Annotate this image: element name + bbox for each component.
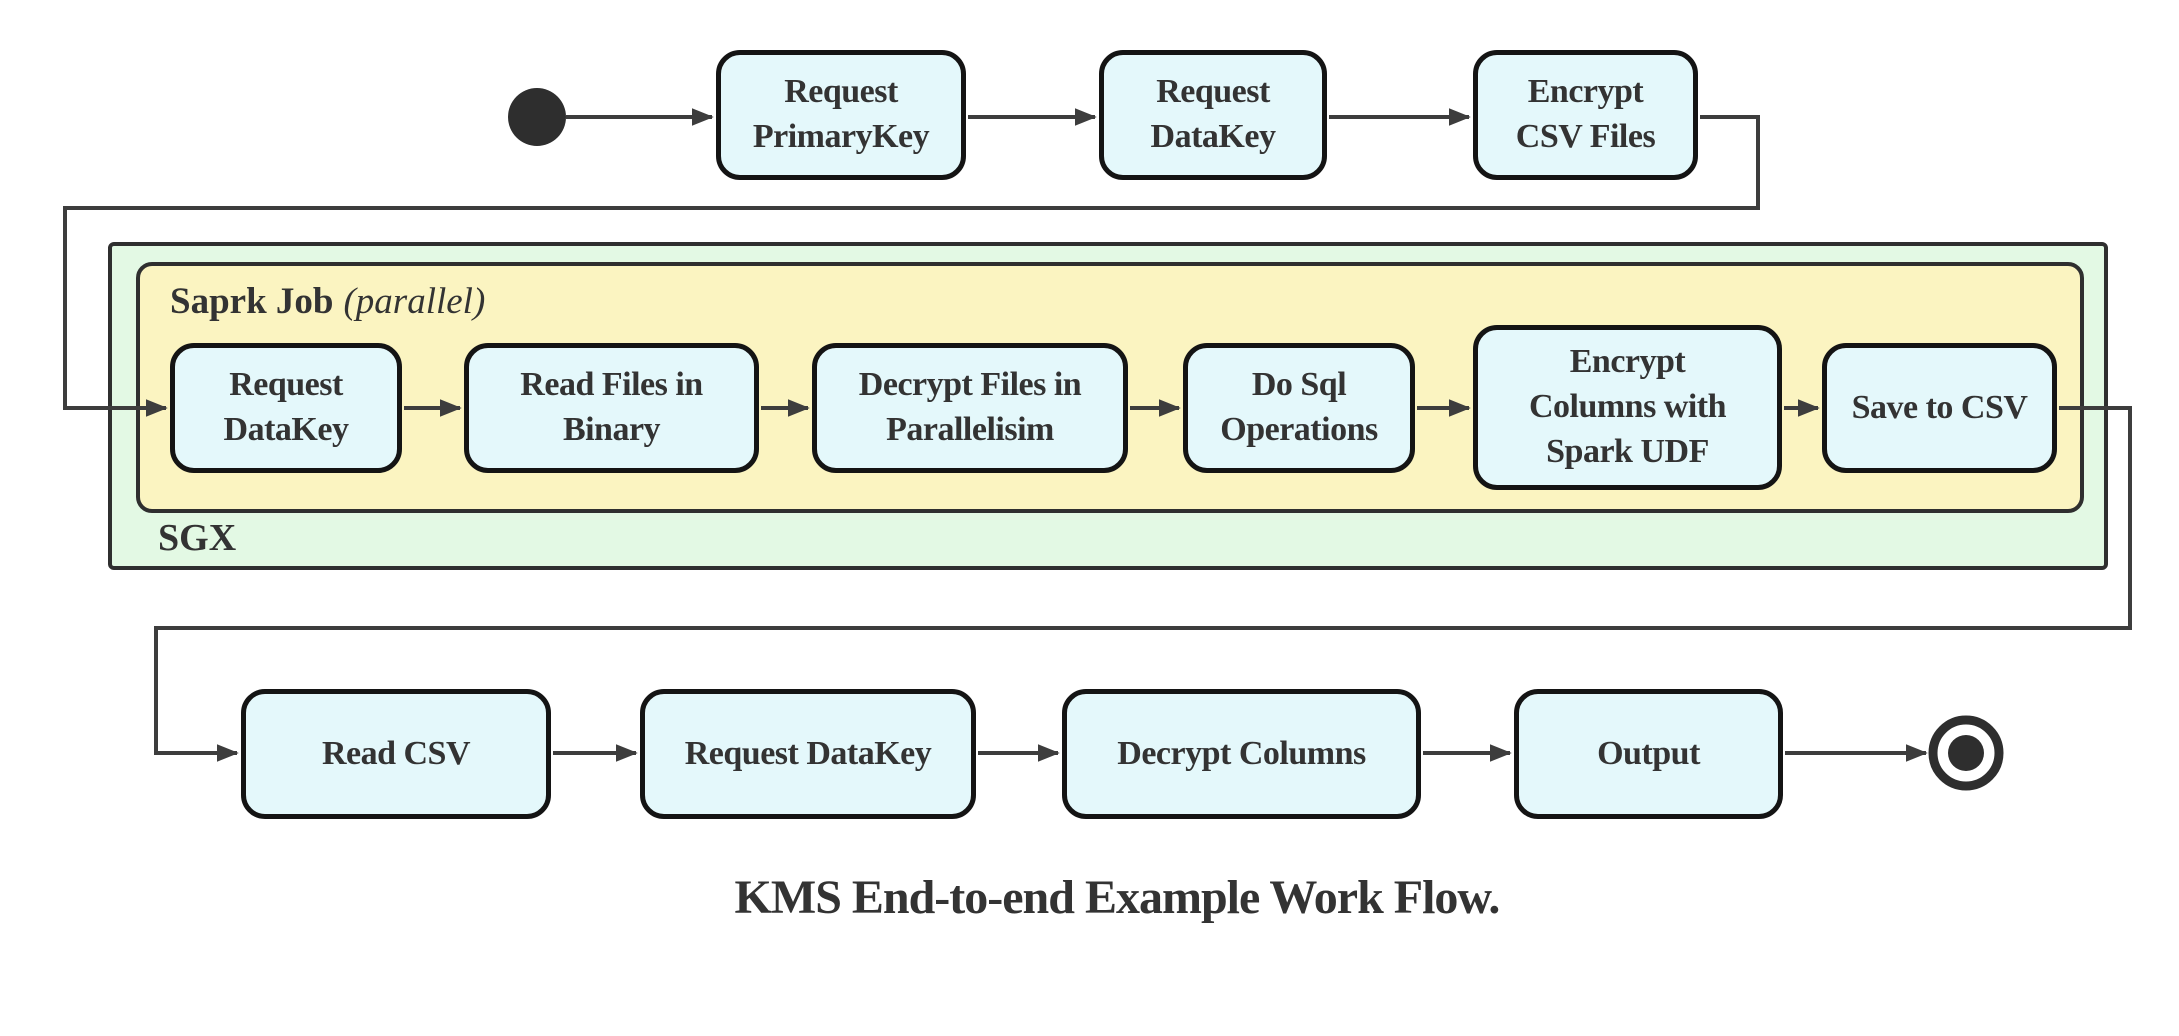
activity-node-request-datakey-top: Request DataKey [1099,50,1327,180]
activity-node-decrypt-columns: Decrypt Columns [1062,689,1421,819]
activity-node-request-datakey-bottom: Request DataKey [640,689,976,819]
activity-node-read-files-in-binary: Read Files in Binary [464,343,759,473]
activity-node-do-sql-operations: Do Sql Operations [1183,343,1415,473]
edge-encrypt-csv-to-sgx-request-datakey [63,115,1760,417]
activity-node-save-to-csv: Save to CSV [1822,343,2057,473]
spark-job-title-bold: Saprk Job [170,281,334,322]
start-state-icon [508,88,566,146]
sgx-label: SGX [158,517,237,559]
diagram-caption: KMS End-to-end Example Work Flow. [734,871,1501,924]
activity-node-read-csv: Read CSV [241,689,551,819]
activity-node-encrypt-csv-files: Encrypt CSV Files [1473,50,1698,180]
activity-node-sgx-request-datakey: Request DataKey [170,343,402,473]
end-state-icon [1928,715,2004,791]
spark-job-title-italic: (parallel) [343,281,486,322]
activity-node-output: Output [1514,689,1783,819]
edge-save-csv-to-read-csv [154,406,2132,762]
activity-node-encrypt-columns-spark-udf: Encrypt Columns with Spark UDF [1473,325,1782,490]
activity-node-request-primarykey: Request PrimaryKey [716,50,966,180]
activity-node-decrypt-files-in-parallelisim: Decrypt Files in Parallelisim [812,343,1128,473]
spark-job-title: Saprk Job(parallel) [170,281,486,323]
